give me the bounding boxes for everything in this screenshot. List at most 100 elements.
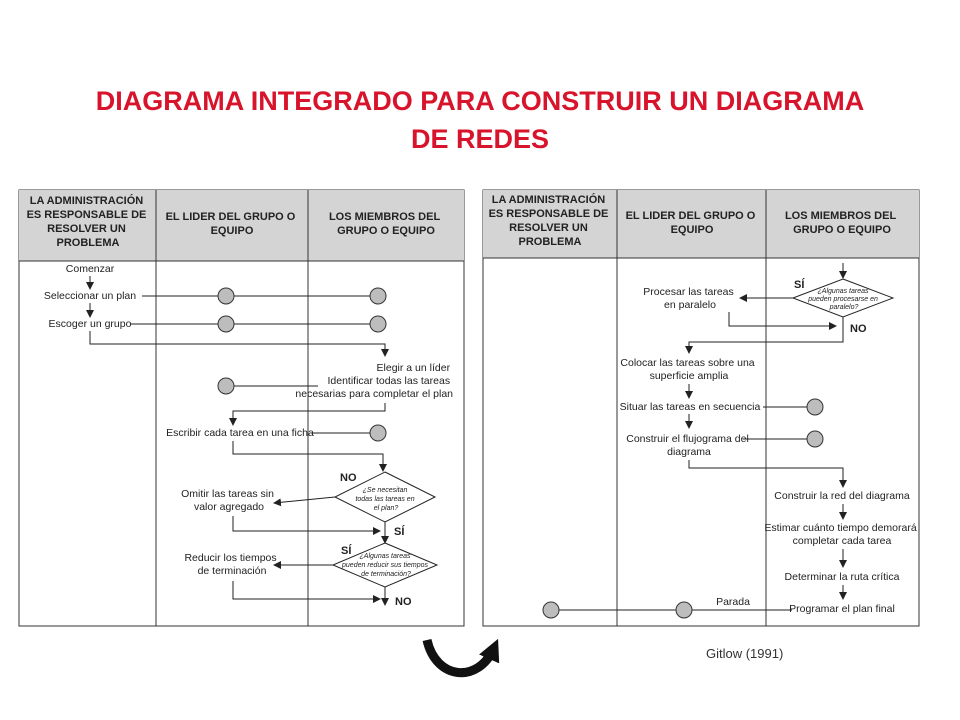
- left-h1-l1: LA ADMINISTRACIÓN: [30, 194, 144, 207]
- right-header-col1: LA ADMINISTRACIÓN ES RESPONSABLE DE RESO…: [489, 193, 612, 248]
- omitir-l1: Omitir las tareas sin: [181, 488, 274, 500]
- page-title: DIAGRAMA INTEGRADO PARA CONSTRUIR UN DIA…: [40, 82, 920, 158]
- left-header-col1: LA ADMINISTRACIÓN ES RESPONSABLE DE RESO…: [27, 194, 150, 249]
- right-h1-l1: LA ADMINISTRACIÓN: [492, 193, 606, 206]
- reducir-l1: Reducir los tiempos: [184, 552, 276, 564]
- right-h2-l1: EL LIDER DEL GRUPO O: [626, 210, 756, 222]
- arrow-to-escribir: [229, 403, 386, 426]
- dec1-l3: el plan?: [374, 505, 399, 512]
- left-header-col2: EL LIDER DEL GRUPO O EQUIPO: [166, 211, 299, 237]
- decision-paralelo-yes-label: SÍ: [794, 278, 805, 291]
- right-panel-border: [482, 189, 920, 627]
- node-circle: [542, 601, 560, 619]
- step-reducir-tiempos: Reducir los tiempos de terminación: [184, 552, 279, 577]
- procesar-l2: en paralelo: [664, 299, 716, 311]
- arrow-reducir-return: [232, 581, 381, 603]
- step-determinar-ruta: Determinar la ruta crítica: [785, 571, 900, 583]
- left-h3-l2: GRUPO O EQUIPO: [337, 225, 435, 237]
- construir-flujo-l2: diagrama: [667, 446, 711, 458]
- estimar-l1: Estimar cuánto tiempo demorará: [764, 522, 916, 534]
- step-seleccionar-plan: Seleccionar un plan: [44, 290, 136, 302]
- node-circle: [217, 377, 235, 395]
- right-h3-l2: GRUPO O EQUIPO: [793, 224, 891, 236]
- left-header-col3: LOS MIEMBROS DEL GRUPO O EQUIPO: [329, 211, 443, 237]
- continuation-arrow-icon: [422, 638, 500, 677]
- label-parada: Parada: [716, 596, 750, 608]
- left-h2-l2: EQUIPO: [211, 225, 254, 237]
- right-swimlane-panel: LA ADMINISTRACIÓN ES RESPONSABLE DE RESO…: [482, 189, 920, 627]
- reducir-l2: de terminación: [198, 565, 267, 577]
- step-programar-plan: Programar el plan final: [789, 603, 895, 615]
- arrow-to-colocar: [685, 333, 844, 354]
- arrow-omitir-return: [232, 516, 381, 535]
- arrow-to-construir-red: [688, 460, 847, 488]
- node-circle: [217, 315, 235, 333]
- step-construir-red: Construir la red del diagrama: [774, 490, 910, 502]
- decp-l2: pueden procesarse en: [807, 296, 878, 303]
- elegir-l1: Elegir a un líder: [377, 362, 451, 374]
- elegir-l2: Identificar todas las tareas: [328, 375, 451, 387]
- decp-l1: ¿Algunas tareas: [818, 288, 869, 295]
- step-elegir-lider: Elegir a un líder Identificar todas las …: [295, 362, 453, 400]
- step-estimar-tiempo: Estimar cuánto tiempo demorará completar…: [764, 522, 919, 547]
- right-header-band: [483, 190, 919, 258]
- dec2-l1: ¿Algunas tareas: [360, 553, 411, 560]
- node-circle: [806, 398, 824, 416]
- left-header-band: [19, 190, 464, 261]
- left-h1-l3: RESOLVER UN: [47, 223, 126, 235]
- node-circle: [675, 601, 693, 619]
- decision-paralelo-text: ¿Algunas tareas pueden procesarse en par…: [807, 288, 880, 311]
- right-header-col2: EL LIDER DEL GRUPO O EQUIPO: [626, 210, 759, 236]
- dec1-l2: todas las tareas en: [355, 496, 414, 503]
- arrow-decision1-no: [273, 496, 336, 507]
- dec2-l2: pueden reducir sus tiempos: [341, 562, 428, 569]
- right-h1-l2: ES RESPONSABLE DE: [489, 208, 609, 220]
- right-h1-l4: PROBLEMA: [519, 236, 582, 248]
- construir-flujo-l1: Construir el flujograma del: [626, 433, 749, 445]
- step-comenzar: Comenzar: [66, 263, 115, 275]
- right-header-col3: LOS MIEMBROS DEL GRUPO O EQUIPO: [785, 210, 899, 236]
- node-circle: [369, 315, 387, 333]
- node-circle: [806, 430, 824, 448]
- right-h1-l3: RESOLVER UN: [509, 222, 588, 234]
- node-circle: [369, 287, 387, 305]
- right-h2-l2: EQUIPO: [671, 224, 714, 236]
- decision-2-no-label: NO: [395, 596, 412, 608]
- step-colocar-tareas: Colocar las tareas sobre una superficie …: [620, 357, 757, 382]
- decision-2-text: ¿Algunas tareas pueden reducir sus tiemp…: [341, 553, 430, 578]
- title-line-1: DIAGRAMA INTEGRADO PARA CONSTRUIR UN DIA…: [95, 86, 865, 116]
- left-swimlane-panel: LA ADMINISTRACIÓN ES RESPONSABLE DE RESO…: [18, 189, 465, 627]
- step-omitir-tareas: Omitir las tareas sin valor agregado: [181, 488, 277, 513]
- arrow-procesar-return: [728, 312, 837, 330]
- colocar-l2: superficie amplia: [650, 370, 729, 382]
- decision-1-text: ¿Se necesitan todas las tareas en el pla…: [355, 487, 416, 512]
- procesar-l1: Procesar las tareas: [643, 286, 733, 298]
- step-construir-flujograma: Construir el flujograma del diagrama: [626, 433, 751, 458]
- left-h2-l1: EL LIDER DEL GRUPO O: [166, 211, 296, 223]
- arrow-to-decision-1: [232, 441, 387, 472]
- step-escoger-grupo: Escoger un grupo: [49, 318, 132, 330]
- elegir-l3: necesarias para completar el plan: [295, 388, 453, 400]
- title-line-2: DE REDES: [410, 124, 550, 154]
- left-h3-l1: LOS MIEMBROS DEL: [329, 211, 441, 223]
- left-h1-l4: PROBLEMA: [57, 237, 120, 249]
- step-procesar-paralelo: Procesar las tareas en paralelo: [643, 286, 736, 311]
- left-h1-l2: ES RESPONSABLE DE: [27, 209, 147, 221]
- arrow-to-elegir-lider: [89, 331, 389, 357]
- decision-1-no-label: NO: [340, 472, 357, 484]
- right-h3-l1: LOS MIEMBROS DEL: [785, 210, 897, 222]
- step-situar-secuencia: Situar las tareas en secuencia: [620, 401, 761, 413]
- dec1-l1: ¿Se necesitan: [363, 487, 408, 494]
- decision-2-yes-label: SÍ: [341, 544, 352, 557]
- decp-l3: paralelo?: [829, 304, 859, 311]
- decision-paralelo-no-label: NO: [850, 323, 867, 335]
- colocar-l1: Colocar las tareas sobre una: [620, 357, 754, 369]
- node-circle: [217, 287, 235, 305]
- step-escribir-ficha: Escribir cada tarea en una ficha: [166, 427, 314, 439]
- dec2-l3: de terminación?: [361, 571, 411, 578]
- estimar-l2: completar cada tarea: [793, 535, 892, 547]
- node-circle: [369, 424, 387, 442]
- omitir-l2: valor agregado: [194, 501, 264, 513]
- source-citation: Gitlow (1991): [706, 646, 784, 661]
